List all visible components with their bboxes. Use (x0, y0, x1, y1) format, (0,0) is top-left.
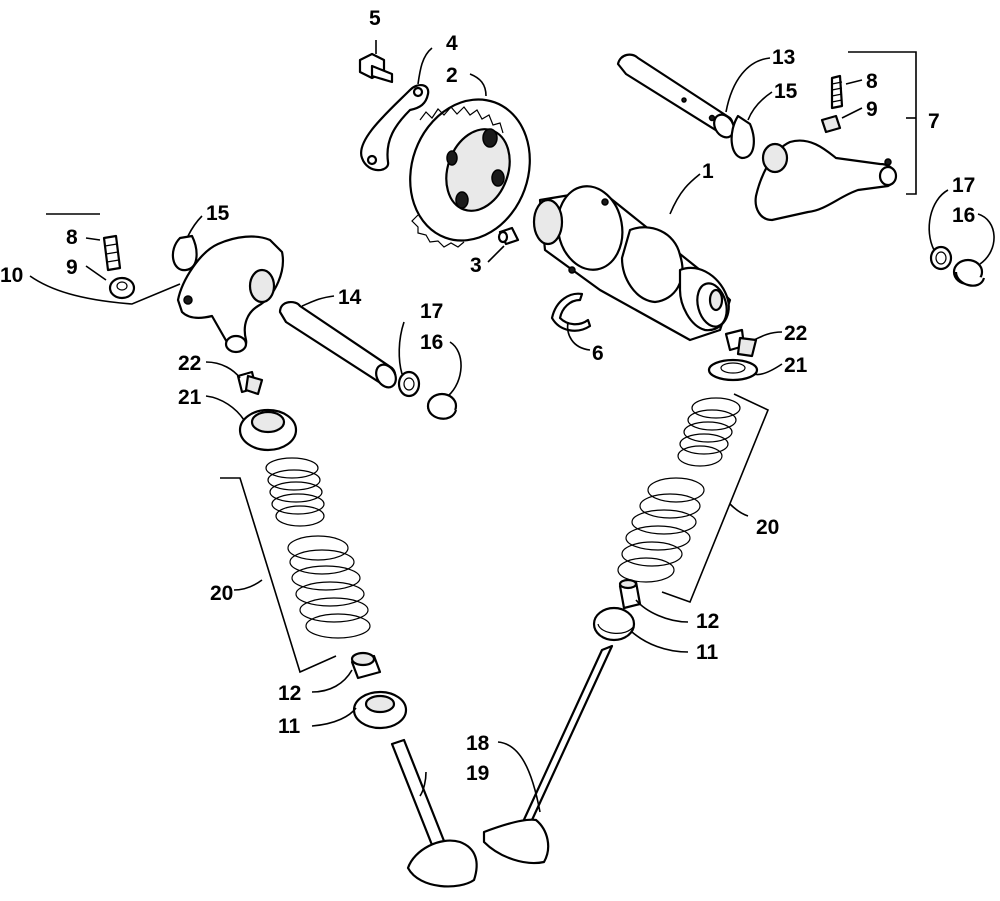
part-18-valve-right (482, 644, 614, 865)
callout-15-right: 15 (774, 80, 798, 103)
callout-16-left: 16 (420, 331, 443, 354)
part-15-clip-left (171, 234, 198, 272)
callout-21-right: 21 (784, 354, 808, 377)
part-12-seal-left (350, 651, 382, 680)
callout-16-right: 16 (952, 204, 975, 227)
part-17-ring-right (929, 245, 953, 271)
callout-11-left: 11 (278, 715, 301, 738)
part-11-seat-right (592, 606, 636, 642)
leader-lines (29, 40, 995, 813)
callout-3: 3 (470, 254, 482, 277)
callout-15-left: 15 (206, 202, 230, 225)
part-19-valve-left (390, 738, 478, 888)
part-6-snap-ring (550, 292, 592, 332)
callout-20-left: 20 (210, 582, 233, 605)
outer-spring-left (287, 535, 371, 639)
callout-12-right: 12 (696, 610, 719, 633)
callout-1: 1 (702, 160, 714, 183)
part-9-nut-left (108, 276, 136, 300)
callout-20-right: 20 (756, 516, 779, 539)
outer-spring-right (617, 477, 705, 583)
callout-4: 4 (446, 32, 458, 55)
callout-17-right: 17 (952, 174, 975, 197)
rocker-arm-left (176, 235, 284, 354)
part-3-dowel-pin (497, 226, 520, 246)
part-9-nut-right (820, 114, 842, 134)
part-4-bracket (360, 84, 430, 172)
part-22-keepers-left (236, 370, 264, 396)
callout-18: 18 (466, 732, 490, 755)
part-13-rocker-shaft (616, 53, 735, 139)
part-16-cap-right (952, 258, 986, 287)
part-1-camshaft (532, 185, 732, 342)
part-2-sprocket (409, 98, 531, 248)
part-5-bolt (358, 52, 394, 84)
callout-5: 5 (369, 7, 381, 30)
part-11-seat-left (352, 690, 408, 730)
callout-8-left: 8 (66, 226, 78, 249)
part-21-retainer-left (238, 408, 298, 452)
callout-labels: 1 2 3 4 5 6 7 8 8 9 9 10 11 11 12 12 13 … (0, 7, 975, 785)
part-22-keepers-right (724, 328, 758, 358)
part-17-ring-left (397, 370, 421, 398)
callout-6: 6 (592, 342, 604, 365)
inner-spring-left (265, 457, 325, 527)
part-12-seal-right (618, 578, 642, 610)
part-14-rocker-shaft-left (278, 300, 397, 389)
part-8-adjuster-screw-left (102, 234, 122, 272)
inner-spring-right (677, 397, 741, 467)
callout-12-left: 12 (278, 682, 301, 705)
rocker-arm-right (754, 139, 898, 222)
callout-2: 2 (446, 64, 458, 87)
callout-8-right: 8 (866, 70, 878, 93)
callout-17-left: 17 (420, 300, 443, 323)
callout-10: 10 (0, 264, 23, 287)
part-8-adjuster-screw-right (830, 74, 844, 110)
callout-9-right: 9 (866, 98, 878, 121)
callout-19: 19 (466, 762, 489, 785)
callout-22-left: 22 (178, 352, 201, 375)
callout-21-left: 21 (178, 386, 202, 409)
callout-13: 13 (772, 46, 795, 69)
callout-14: 14 (338, 286, 362, 309)
callout-22-right: 22 (784, 322, 807, 345)
part-21-retainer-right (707, 358, 759, 382)
callout-7: 7 (928, 110, 940, 133)
part-16-cap-left (426, 392, 458, 420)
part-15-clip-right (730, 114, 755, 160)
callout-11-right: 11 (696, 641, 719, 664)
callout-9-left: 9 (66, 256, 78, 279)
